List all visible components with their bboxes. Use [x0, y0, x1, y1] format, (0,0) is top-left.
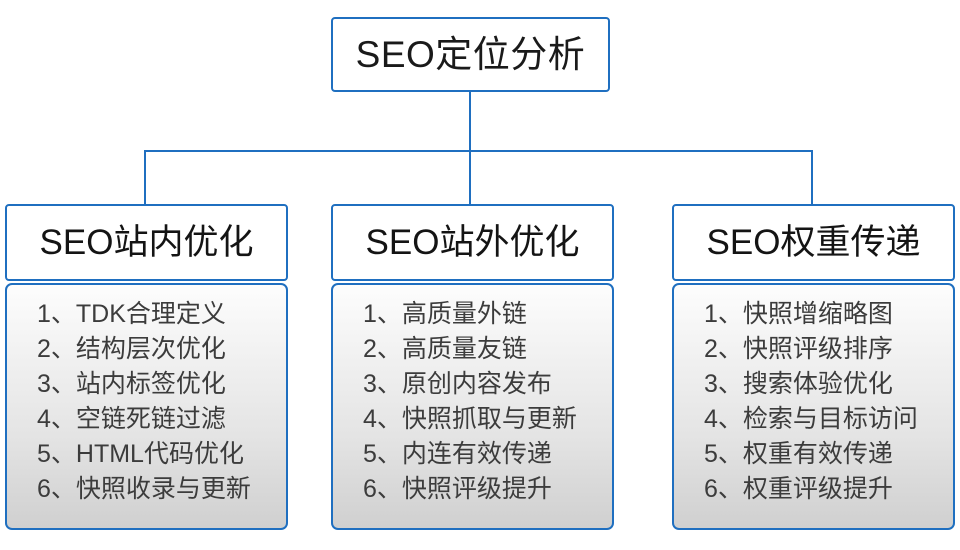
- connector-drop-branch-3: [811, 150, 813, 205]
- root-node-label: SEO定位分析: [355, 34, 586, 75]
- list-item: 5、内连有效传递: [363, 440, 552, 468]
- connector-drop-branch-1: [144, 150, 146, 205]
- list-item: 5、权重有效传递: [704, 440, 893, 468]
- list-item: 4、检索与目标访问: [704, 405, 918, 433]
- list-item: 6、快照评级提升: [363, 475, 552, 503]
- branch-column-1: SEO站内优化 1、TDK合理定义 2、结构层次优化 3、站内标签优化 4、空链…: [5, 204, 288, 530]
- list-item: 1、TDK合理定义: [37, 300, 226, 328]
- branch-column-2: SEO站外优化 1、高质量外链 2、高质量友链 3、原创内容发布 4、快照抓取与…: [331, 204, 614, 530]
- list-item: 4、快照抓取与更新: [363, 405, 577, 433]
- root-node-seo-positioning-analysis[interactable]: SEO定位分析: [331, 17, 610, 92]
- connector-root-vertical: [469, 92, 471, 151]
- branch-list-1: 1、TDK合理定义 2、结构层次优化 3、站内标签优化 4、空链死链过滤 5、H…: [5, 283, 288, 530]
- connector-horizontal-bar: [144, 150, 813, 152]
- list-item: 3、搜索体验优化: [704, 370, 893, 398]
- list-item: 1、快照增缩略图: [704, 300, 893, 328]
- connector-drop-branch-2: [469, 150, 471, 205]
- list-item: 5、HTML代码优化: [37, 440, 244, 468]
- branch-header-label-1: SEO站内优化: [39, 223, 254, 262]
- branch-list-2: 1、高质量外链 2、高质量友链 3、原创内容发布 4、快照抓取与更新 5、内连有…: [331, 283, 614, 530]
- list-item: 3、原创内容发布: [363, 370, 552, 398]
- branch-header-1[interactable]: SEO站内优化: [5, 204, 288, 281]
- list-item: 1、高质量外链: [363, 300, 527, 328]
- list-item: 3、站内标签优化: [37, 370, 226, 398]
- list-item: 2、高质量友链: [363, 335, 527, 363]
- list-item: 6、权重评级提升: [704, 475, 893, 503]
- branch-header-label-3: SEO权重传递: [706, 223, 921, 262]
- branch-header-3[interactable]: SEO权重传递: [672, 204, 955, 281]
- branch-header-label-2: SEO站外优化: [365, 223, 580, 262]
- list-item: 2、结构层次优化: [37, 335, 226, 363]
- branch-column-3: SEO权重传递 1、快照增缩略图 2、快照评级排序 3、搜索体验优化 4、检索与…: [672, 204, 955, 530]
- branch-header-2[interactable]: SEO站外优化: [331, 204, 614, 281]
- branch-list-3: 1、快照增缩略图 2、快照评级排序 3、搜索体验优化 4、检索与目标访问 5、权…: [672, 283, 955, 530]
- list-item: 4、空链死链过滤: [37, 405, 226, 433]
- list-item: 2、快照评级排序: [704, 335, 893, 363]
- list-item: 6、快照收录与更新: [37, 475, 251, 503]
